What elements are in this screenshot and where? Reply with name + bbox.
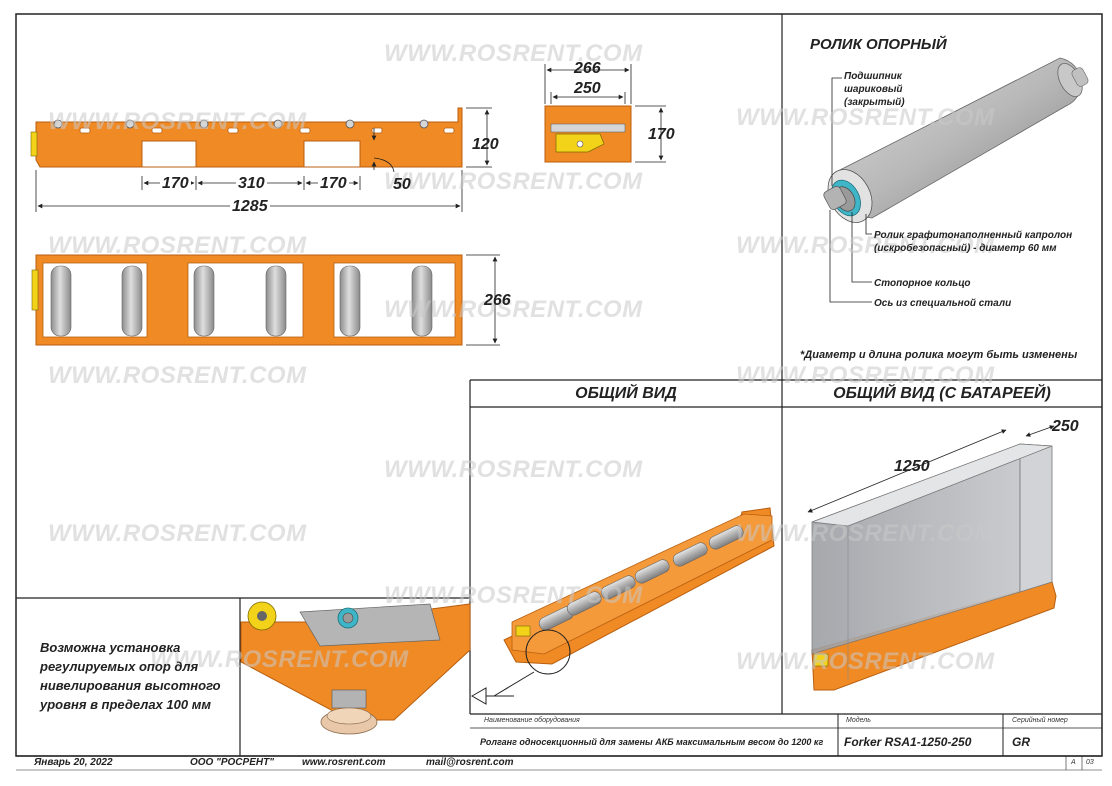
callout-roller: Ролик графитонаполненный капролон (искро… <box>874 230 1073 254</box>
dim-1285: 1285 <box>230 198 270 216</box>
dim-170-height: 170 <box>648 126 675 143</box>
serial-value: GR <box>1012 735 1030 749</box>
watermark: WWW.ROSRENT.COM <box>384 40 643 67</box>
footer-email[interactable]: mail@rosrent.com <box>426 757 514 768</box>
serial-label: Серийный номер <box>1012 717 1068 724</box>
end-view-frame <box>544 105 632 163</box>
model-value: Forker RSA1-1250-250 <box>844 735 972 749</box>
watermark: WWW.ROSRENT.COM <box>150 646 409 673</box>
dim-50: 50 <box>393 176 411 193</box>
dim-120: 120 <box>472 136 499 153</box>
dim-266-top: 266 <box>574 60 601 77</box>
adjustable-support-note: Возможна установка регулируемых опор для… <box>40 640 221 712</box>
watermark: WWW.ROSRENT.COM <box>48 362 307 389</box>
equipment-name: Ролганг односекционный для замены АКБ ма… <box>480 737 824 747</box>
watermark: WWW.ROSRENT.COM <box>736 362 995 389</box>
watermark: WWW.ROSRENT.COM <box>736 648 995 675</box>
sheet-number: 03 <box>1086 759 1094 766</box>
battery-view-title: ОБЩИЙ ВИД (С БАТАРЕЕЙ) <box>833 385 1051 402</box>
adjustable-support-detail <box>240 599 471 755</box>
support-roller-illustration <box>823 57 1089 223</box>
dim-266-side: 266 <box>484 292 511 309</box>
callout-retaining-ring: Стопорное кольцо <box>874 278 971 289</box>
callout-axis: Ось из специальной стали <box>874 298 1012 309</box>
sheet-format: А <box>1071 759 1076 766</box>
equipment-name-label: Наименование оборудования <box>484 717 580 724</box>
watermark: WWW.ROSRENT.COM <box>48 520 307 547</box>
dim-170-left: 170 <box>160 175 191 193</box>
footer-website[interactable]: www.rosrent.com <box>302 757 386 768</box>
watermark: WWW.ROSRENT.COM <box>48 232 307 259</box>
side-view-frame <box>30 107 463 168</box>
dim-310: 310 <box>236 175 267 193</box>
watermark: WWW.ROSRENT.COM <box>384 582 643 609</box>
top-view-frame <box>31 254 463 346</box>
model-label: Модель <box>846 717 871 724</box>
dim-250-battery: 250 <box>1052 418 1079 435</box>
watermark: WWW.ROSRENT.COM <box>384 456 643 483</box>
watermark: WWW.ROSRENT.COM <box>384 296 643 323</box>
general-view-title: ОБЩИЙ ВИД <box>575 385 677 402</box>
footer-company: ООО "РОСРЕНТ" <box>190 757 274 768</box>
dim-250-top: 250 <box>574 80 601 97</box>
watermark: WWW.ROSRENT.COM <box>384 168 643 195</box>
dim-1250: 1250 <box>894 458 930 475</box>
dim-170-right: 170 <box>318 175 349 193</box>
watermark: WWW.ROSRENT.COM <box>736 520 995 547</box>
roller-section-title: РОЛИК ОПОРНЫЙ <box>810 36 947 53</box>
watermark: WWW.ROSRENT.COM <box>48 108 307 135</box>
watermark: WWW.ROSRENT.COM <box>736 104 995 131</box>
callout-bearing: Подшипник шариковый (закрытый) <box>844 71 905 108</box>
general-view-illustration <box>503 507 775 675</box>
watermark: WWW.ROSRENT.COM <box>736 232 995 259</box>
footer-date: Январь 20, 2022 <box>34 757 113 768</box>
roller-note: *Диаметр и длина ролика могут быть измен… <box>800 349 1078 361</box>
